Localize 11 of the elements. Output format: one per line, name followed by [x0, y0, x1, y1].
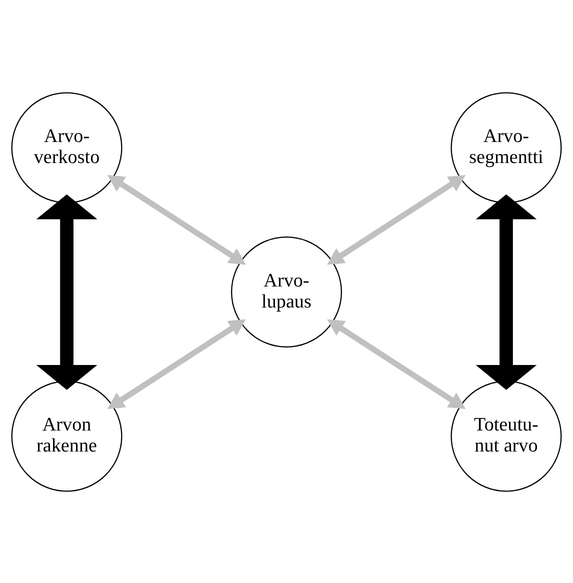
arrow — [107, 174, 246, 264]
arrow — [327, 318, 466, 409]
node-circle: Arvo- lupaus — [231, 236, 342, 347]
arrow — [36, 194, 98, 390]
node-circle: Arvo- segmentti — [450, 92, 562, 203]
arrow — [476, 194, 537, 390]
node-circle: Toteutu- nut arvo — [450, 380, 562, 492]
node-circle: Arvo- verkosto — [11, 92, 122, 203]
arrow — [327, 174, 466, 264]
arrow — [107, 318, 246, 409]
node-circle: Arvon rakenne — [11, 380, 122, 492]
